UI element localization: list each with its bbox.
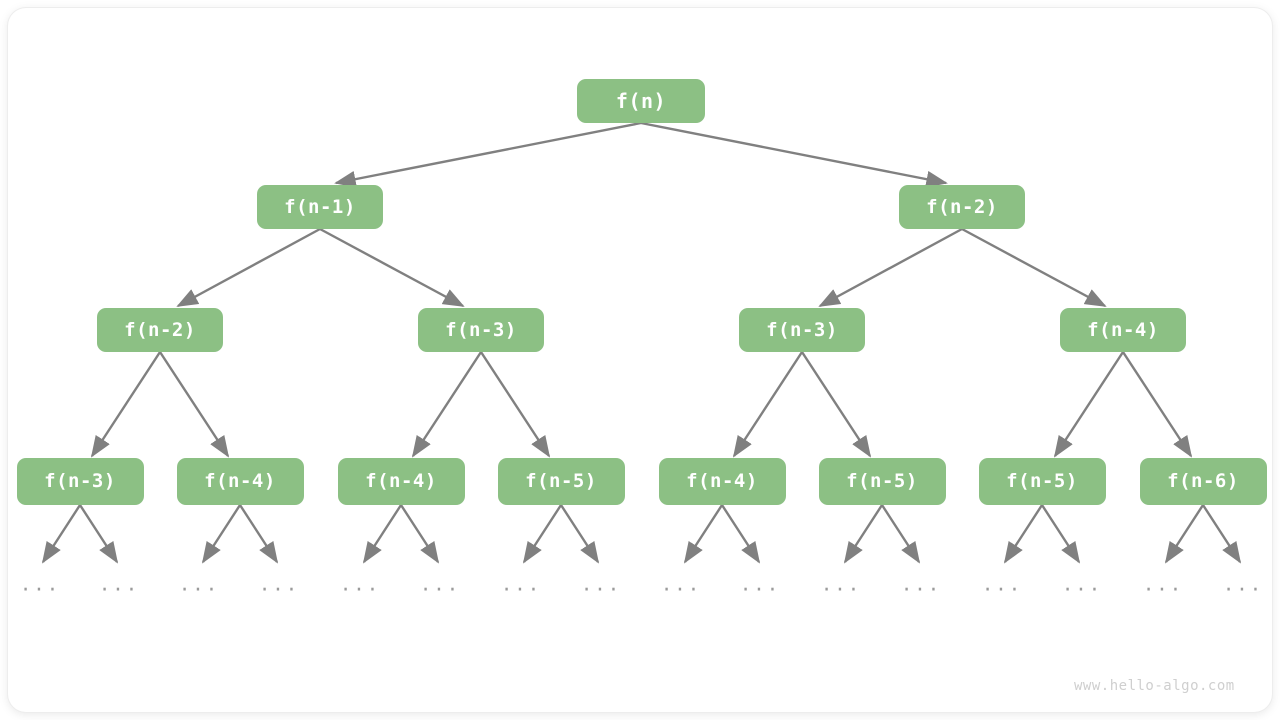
tree-node-label: f(n-3) bbox=[44, 470, 116, 492]
ellipsis-marker: ... bbox=[1142, 573, 1184, 596]
recursion-edge bbox=[411, 351, 483, 458]
ellipsis-marker: ... bbox=[739, 573, 781, 596]
tree-node-label: f(n-3) bbox=[766, 319, 838, 341]
ellipsis-marker: ... bbox=[981, 573, 1023, 596]
recursion-edge bbox=[522, 504, 563, 564]
recursion-edge bbox=[720, 504, 761, 564]
recursion-edge bbox=[559, 504, 600, 564]
ellipsis-marker: ... bbox=[98, 573, 140, 596]
tree-node[interactable]: f(n-4) bbox=[1060, 308, 1186, 352]
ellipsis-marker: ... bbox=[339, 573, 381, 596]
recursion-edge bbox=[961, 227, 1107, 308]
ellipsis-marker: ... bbox=[900, 573, 942, 596]
recursion-edge bbox=[399, 504, 440, 564]
tree-node[interactable]: f(n-2) bbox=[97, 308, 223, 352]
watermark-label: www.hello-algo.com bbox=[1074, 678, 1235, 694]
recursion-edge bbox=[1164, 504, 1205, 564]
recursion-edge bbox=[1053, 351, 1125, 458]
tree-node-label: f(n-2) bbox=[124, 319, 196, 341]
recursion-edge bbox=[640, 121, 948, 188]
tree-node-label: f(n-4) bbox=[1087, 319, 1159, 341]
tree-node[interactable]: f(n-1) bbox=[257, 185, 383, 229]
recursion-edge bbox=[334, 121, 642, 188]
tree-node-label: f(n-4) bbox=[204, 470, 276, 492]
recursion-edge bbox=[880, 504, 921, 564]
tree-node-label: f(n-4) bbox=[686, 470, 758, 492]
ellipsis-marker: ... bbox=[258, 573, 300, 596]
tree-node-label: f(n) bbox=[615, 89, 667, 113]
tree-node[interactable]: f(n-5) bbox=[818, 457, 946, 505]
tree-node[interactable]: f(n-4) bbox=[176, 457, 304, 505]
recursion-edge bbox=[176, 227, 321, 308]
recursion-edge bbox=[319, 227, 465, 308]
tree-node[interactable]: f(n-4) bbox=[658, 457, 786, 505]
recursion-edge bbox=[158, 351, 230, 458]
ellipsis-marker: ... bbox=[580, 573, 622, 596]
tree-node[interactable]: f(n) bbox=[577, 79, 705, 123]
tree-node-label: f(n-2) bbox=[926, 196, 998, 218]
tree-node[interactable]: f(n-3) bbox=[16, 457, 144, 505]
tree-node[interactable]: f(n-5) bbox=[497, 457, 625, 505]
ellipsis-marker: ... bbox=[178, 573, 220, 596]
tree-node-label: f(n-5) bbox=[846, 470, 918, 492]
tree-node[interactable]: f(n-3) bbox=[739, 308, 865, 352]
tree-node[interactable]: f(n-6) bbox=[1139, 457, 1267, 505]
recursion-edge bbox=[362, 504, 403, 564]
recursion-edge bbox=[1201, 504, 1242, 564]
tree-node[interactable]: f(n-3) bbox=[418, 308, 544, 352]
recursion-edge bbox=[1121, 351, 1193, 458]
ellipsis-marker: ... bbox=[660, 573, 702, 596]
recursion-edge bbox=[818, 227, 963, 308]
tree-node[interactable]: f(n-5) bbox=[978, 457, 1106, 505]
recursion-edge bbox=[90, 351, 162, 458]
diagram-stage: f(n) f(n-1) f(n-2) f(n-2) f(n-3) f(n-3) f(n-4)… bbox=[8, 8, 1272, 712]
tree-node-label: f(n-3) bbox=[445, 319, 517, 341]
recursion-edge bbox=[238, 504, 279, 564]
ellipsis-marker: ... bbox=[1222, 573, 1264, 596]
recursion-edge bbox=[732, 351, 804, 458]
recursion-edge bbox=[843, 504, 884, 564]
tree-node-label: f(n-1) bbox=[284, 196, 356, 218]
tree-node-label: f(n-5) bbox=[1006, 470, 1078, 492]
ellipsis-marker: ... bbox=[19, 573, 61, 596]
tree-node[interactable]: f(n-4) bbox=[337, 457, 465, 505]
ellipsis-marker: ... bbox=[419, 573, 461, 596]
tree-node[interactable]: f(n-2) bbox=[899, 185, 1025, 229]
ellipsis-marker: ... bbox=[500, 573, 542, 596]
recursion-edge bbox=[800, 351, 872, 458]
recursion-edge bbox=[479, 351, 551, 458]
tree-node-label: f(n-6) bbox=[1167, 470, 1239, 492]
recursion-edge bbox=[683, 504, 724, 564]
ellipsis-marker: ... bbox=[820, 573, 862, 596]
recursion-edge bbox=[201, 504, 242, 564]
ellipsis-marker: ... bbox=[1061, 573, 1103, 596]
tree-node-label: f(n-5) bbox=[525, 470, 597, 492]
recursion-edge bbox=[1003, 504, 1044, 564]
tree-node-label: f(n-4) bbox=[365, 470, 437, 492]
recursion-edge bbox=[1040, 504, 1081, 564]
recursion-edge bbox=[41, 504, 82, 564]
recursion-edge bbox=[78, 504, 119, 564]
diagram-card: f(n) f(n-1) f(n-2) f(n-2) f(n-3) f(n-3) f(n-4)… bbox=[8, 8, 1272, 712]
